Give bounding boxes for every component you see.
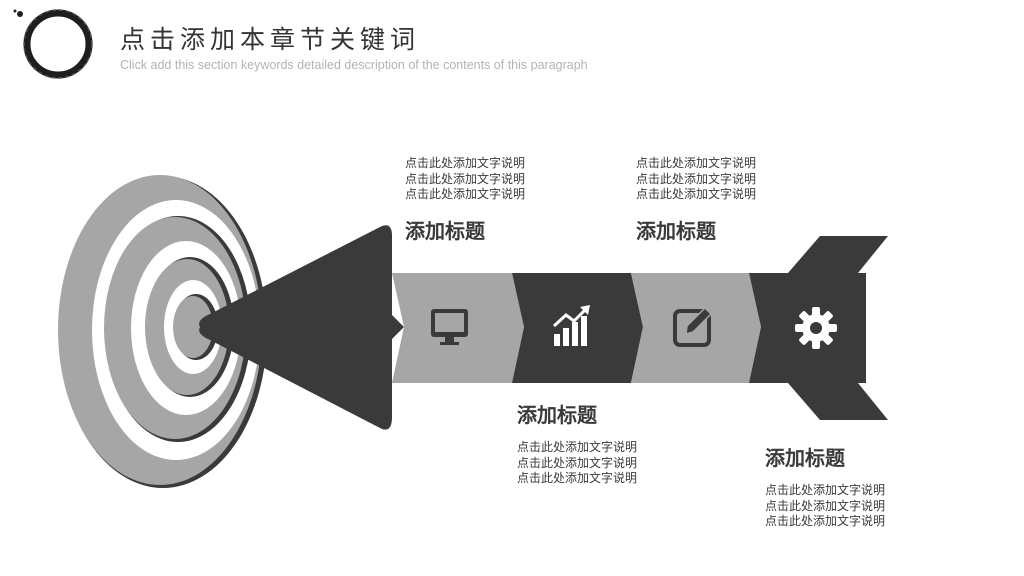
step-4-heading: 添加标题 bbox=[765, 446, 845, 470]
step-1-description: 点击此处添加文字说明 点击此处添加文字说明 点击此处添加文字说明 bbox=[405, 156, 525, 203]
step-4-block: 添加标题 点击此处添加文字说明 点击此处添加文字说明 点击此处添加文字说明 bbox=[765, 442, 885, 530]
description-line: 点击此处添加文字说明 bbox=[517, 440, 638, 454]
ink-circle-logo bbox=[13, 9, 93, 79]
target-icon bbox=[58, 175, 267, 488]
edit-icon bbox=[673, 306, 713, 347]
description-line: 点击此处添加文字说明 bbox=[765, 483, 886, 497]
fletching-bottom bbox=[788, 383, 888, 420]
description-line: 点击此处添加文字说明 bbox=[405, 171, 526, 186]
description-line: 点击此处添加文字说明 bbox=[765, 514, 886, 528]
description-line: 点击此处添加文字说明 bbox=[405, 187, 526, 201]
description-line: 点击此处添加文字说明 bbox=[636, 156, 757, 170]
monitor-icon bbox=[431, 309, 468, 345]
description-line: 点击此处添加文字说明 bbox=[517, 455, 638, 470]
page-subtitle: Click add this section keywords detailed… bbox=[120, 58, 588, 72]
gear-icon bbox=[795, 307, 837, 349]
step-2-heading: 添加标题 bbox=[517, 403, 597, 427]
step-4-description: 点击此处添加文字说明 点击此处添加文字说明 点击此处添加文字说明 bbox=[765, 483, 885, 530]
step-3-block: 点击此处添加文字说明 点击此处添加文字说明 点击此处添加文字说明 添加标题 bbox=[636, 156, 756, 244]
step-2-block: 添加标题 点击此处添加文字说明 点击此处添加文字说明 点击此处添加文字说明 bbox=[517, 399, 637, 487]
step-2-description: 点击此处添加文字说明 点击此处添加文字说明 点击此处添加文字说明 bbox=[517, 440, 637, 487]
chart-up-icon bbox=[552, 305, 590, 346]
step-3-description: 点击此处添加文字说明 点击此处添加文字说明 点击此处添加文字说明 bbox=[636, 156, 756, 203]
description-line: 点击此处添加文字说明 bbox=[405, 156, 526, 170]
arrow-head bbox=[199, 225, 392, 430]
description-line: 点击此处添加文字说明 bbox=[517, 471, 638, 485]
fletching-top bbox=[788, 236, 888, 273]
step-1-block: 点击此处添加文字说明 点击此处添加文字说明 点击此处添加文字说明 添加标题 bbox=[405, 156, 525, 244]
description-line: 点击此处添加文字说明 bbox=[636, 187, 757, 201]
description-line: 点击此处添加文字说明 bbox=[636, 171, 757, 186]
page-title: 点击添加本章节关键词 bbox=[120, 25, 421, 54]
description-line: 点击此处添加文字说明 bbox=[765, 498, 886, 513]
step-1-heading: 添加标题 bbox=[405, 218, 485, 243]
step-3-heading: 添加标题 bbox=[636, 218, 716, 243]
